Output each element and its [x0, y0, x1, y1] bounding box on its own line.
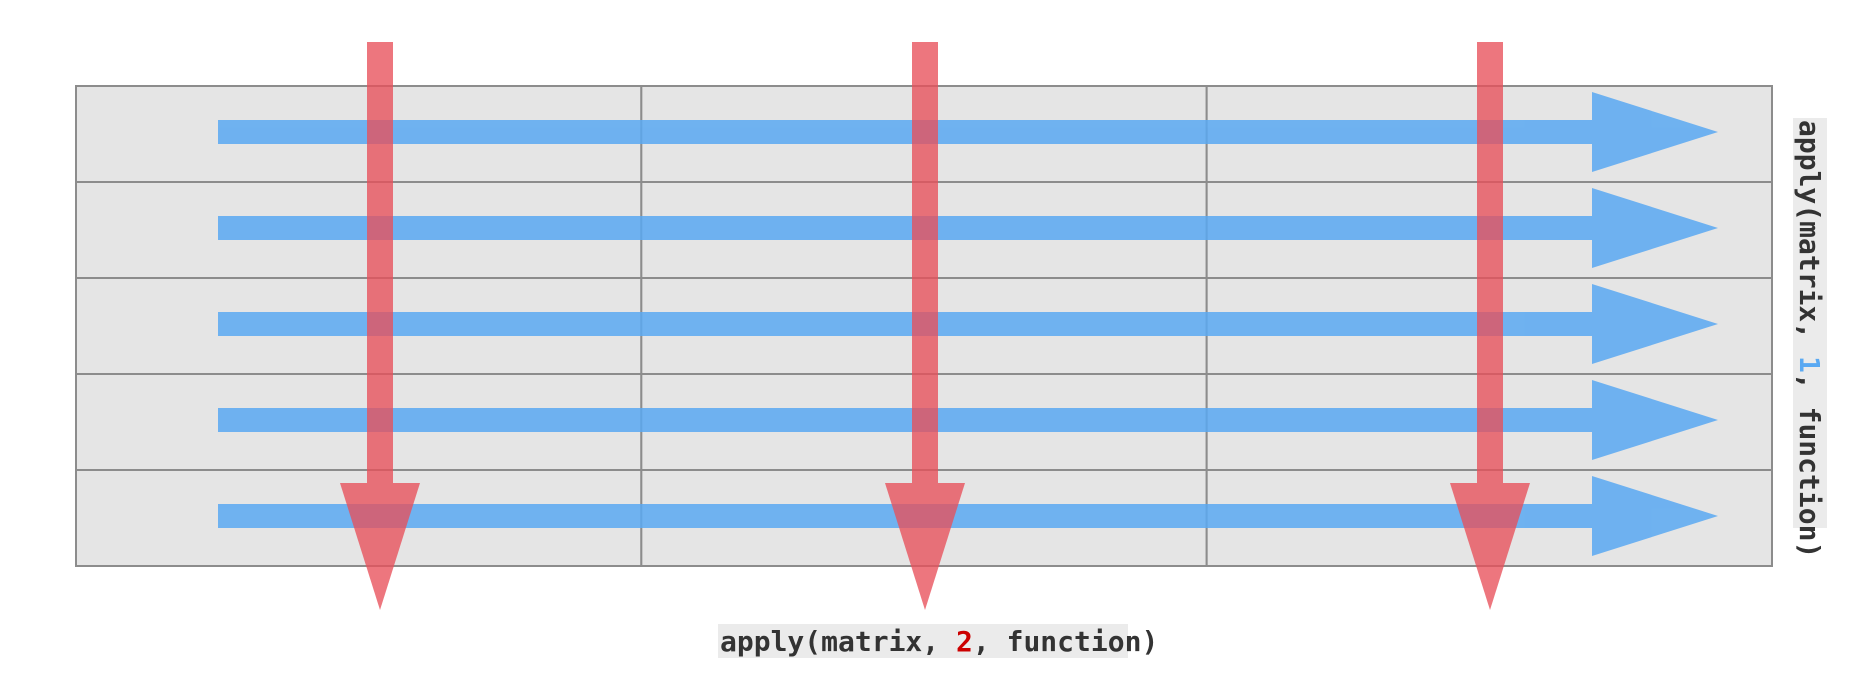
side-label-background — [1793, 118, 1827, 528]
column-arrow-shaft — [912, 42, 938, 483]
column-arrow-head — [885, 483, 965, 610]
row-arrow-head — [1592, 188, 1718, 268]
row-arrow-shaft — [218, 216, 1592, 240]
column-arrow-shaft — [1477, 42, 1503, 483]
column-arrow-shaft — [367, 42, 393, 483]
bottom-label-background — [718, 624, 1128, 658]
column-arrow-head — [1450, 483, 1530, 610]
row-arrow-head — [1592, 380, 1718, 460]
column-arrow-head — [340, 483, 420, 610]
row-arrow-head — [1592, 92, 1718, 172]
row-arrow-shaft — [218, 312, 1592, 336]
side-label-margin: 1 — [1793, 356, 1826, 373]
row-arrow-shaft — [218, 120, 1592, 144]
row-arrow — [218, 188, 1718, 268]
bottom-label-suffix: , function) — [973, 625, 1158, 658]
side-label-suffix: , function) — [1793, 373, 1826, 558]
side-label: apply(matrix, 1, function) — [1793, 120, 1826, 558]
column-arrows — [340, 42, 1530, 610]
row-arrow-head — [1592, 476, 1718, 556]
row-arrow-shaft — [218, 408, 1592, 432]
bottom-label-margin: 2 — [956, 625, 973, 658]
row-arrows — [218, 92, 1718, 556]
row-arrow — [218, 284, 1718, 364]
row-arrow-head — [1592, 284, 1718, 364]
bottom-label: apply(matrix, 2, function) — [720, 625, 1158, 658]
side-label-group: apply(matrix, 1, function) — [1793, 118, 1827, 558]
row-arrow — [218, 92, 1718, 172]
bottom-label-group: apply(matrix, 2, function) — [718, 624, 1158, 658]
column-arrow — [885, 42, 965, 610]
column-arrow — [1450, 42, 1530, 610]
column-arrow — [340, 42, 420, 610]
bottom-label-prefix: apply(matrix, — [720, 625, 956, 658]
row-arrow — [218, 380, 1718, 460]
side-label-prefix: apply(matrix, — [1793, 120, 1826, 356]
